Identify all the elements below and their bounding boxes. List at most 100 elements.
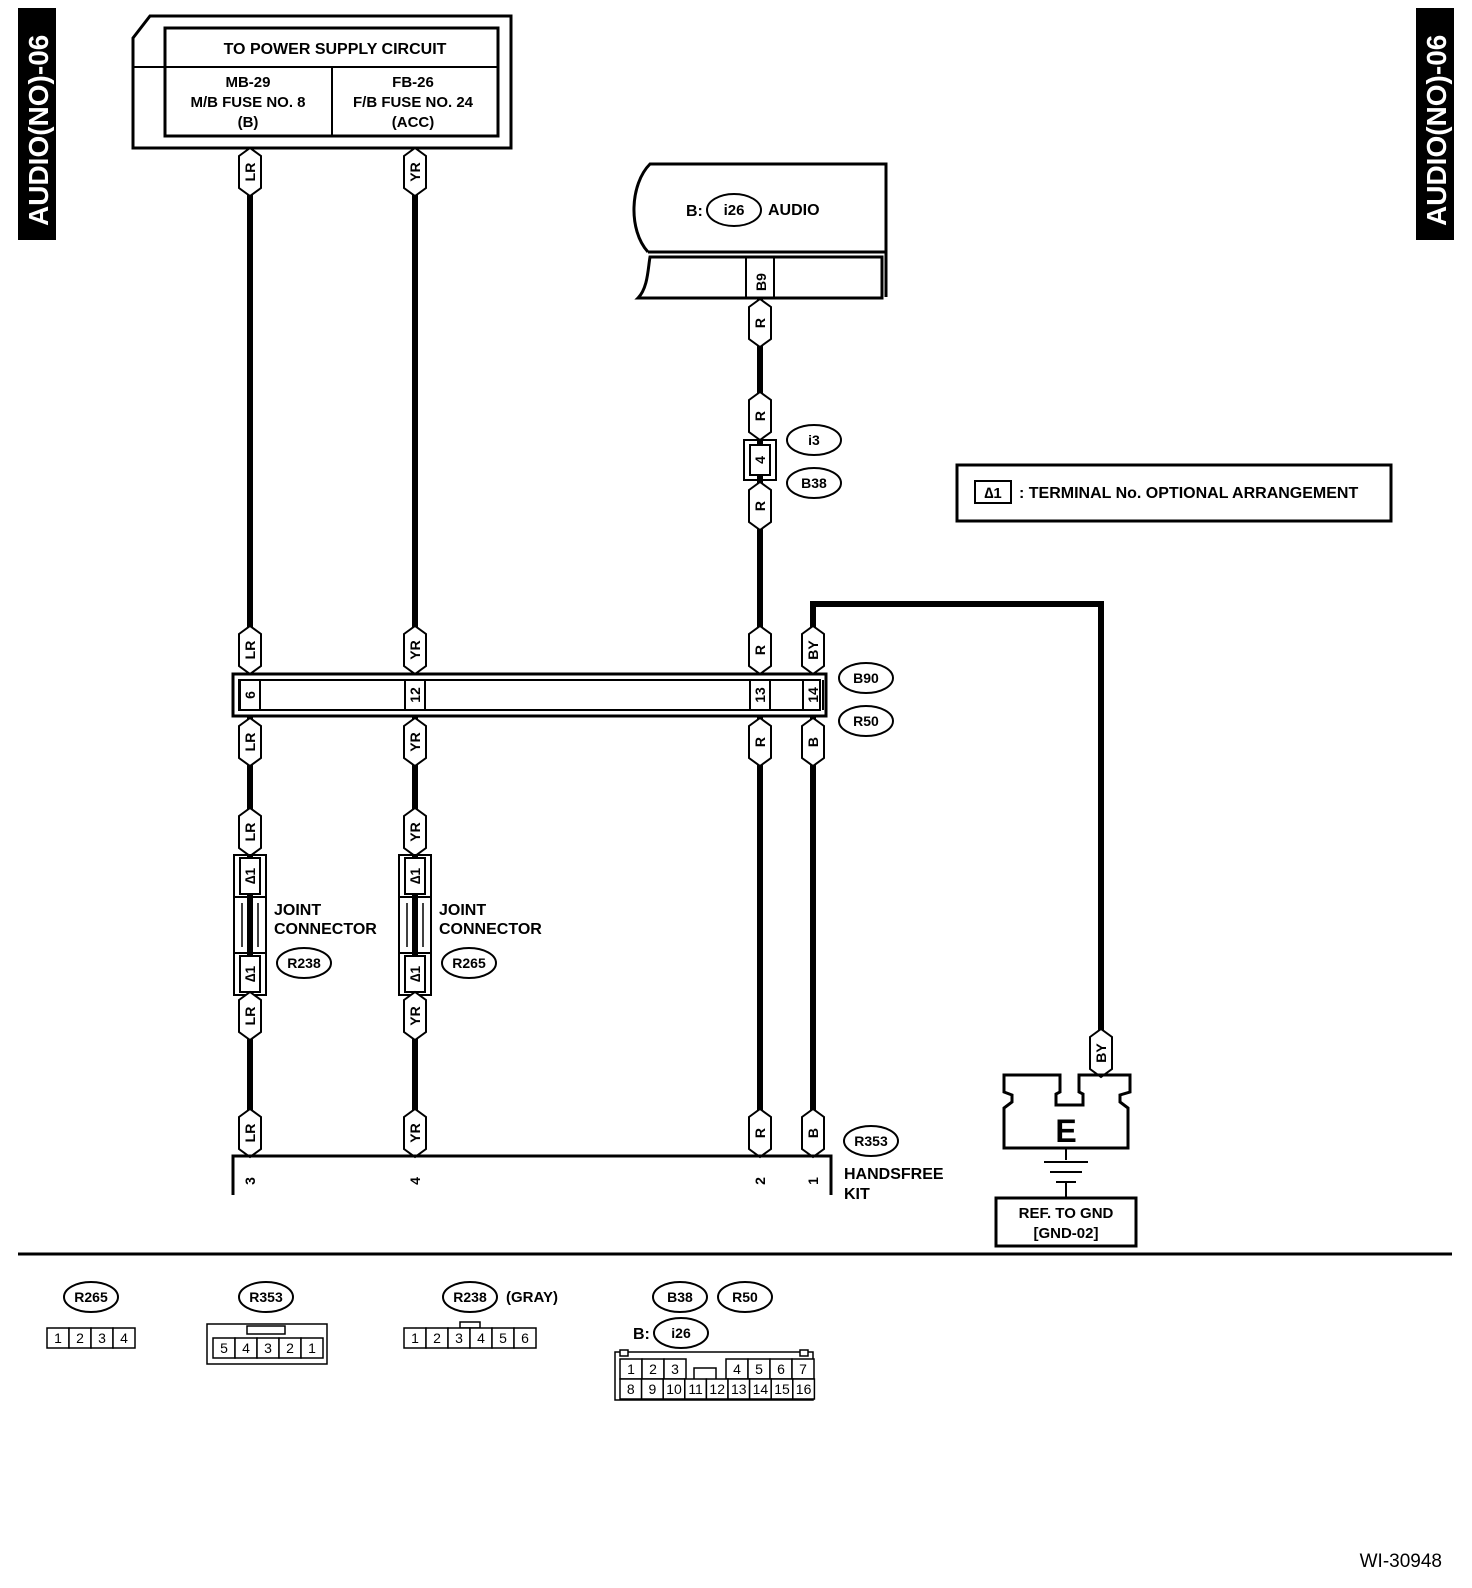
figure-id: WI-30948 xyxy=(1360,1551,1442,1572)
audio-connector-id: i26 xyxy=(724,202,745,219)
audio-label: AUDIO xyxy=(768,202,820,219)
wire-label-lr-top: LR xyxy=(238,146,262,198)
view-r265-pin-1: 1 xyxy=(54,1330,62,1346)
wire-label-yr-joint-in: YR xyxy=(403,806,427,858)
power-supply-box: TO POWER SUPPLY CIRCUIT MB-29 M/B FUSE N… xyxy=(131,14,513,150)
wire-label-by-upper: BY xyxy=(801,624,825,676)
wire-label-b-lower: B xyxy=(801,716,825,768)
main-connector-pin-text-13: 13 xyxy=(752,687,768,703)
view-r238-pin-2: 2 xyxy=(433,1330,441,1346)
wire-label-r-inline-top-text: R xyxy=(752,411,768,421)
power-supply-title: TO POWER SUPPLY CIRCUIT xyxy=(224,41,447,58)
view-b38-row2-pin-14: 14 xyxy=(753,1381,769,1397)
wire-label-b-handsfree-text: B xyxy=(805,1128,821,1138)
view-b38-row2-pin-8: 8 xyxy=(627,1381,635,1397)
wire-label-lr-upper-text: LR xyxy=(242,641,258,660)
power-supply-cell2-line1: FB-26 xyxy=(392,74,434,91)
wire-label-yr-upper-text: YR xyxy=(407,640,423,659)
joint-connector-r265-label: JOINT CONNECTOR xyxy=(439,902,542,938)
view-r265-tag-text: R265 xyxy=(74,1289,108,1305)
main-connector-pin-text-12: 12 xyxy=(407,687,423,703)
joint-connector-r265-pin-top: ∆1 xyxy=(404,857,426,895)
joint-connector-r238-pin-bottom-text: ∆1 xyxy=(242,966,258,983)
legend-text: : TERMINAL No. OPTIONAL ARRANGEMENT xyxy=(1019,485,1358,502)
joint-connector-r238-pin-top-text: ∆1 xyxy=(242,868,258,885)
joint-connector-r238-line2: CONNECTOR xyxy=(274,921,377,938)
wire-label-yr-lower-text: YR xyxy=(407,732,423,751)
wire-label-by-ground: BY xyxy=(1089,1027,1113,1079)
view-r353-shell xyxy=(206,1323,328,1365)
joint-connector-r265-pin-bottom: ∆1 xyxy=(404,955,426,993)
wire-label-b-lower-text: B xyxy=(805,737,821,747)
connector-r353-tag: R353 xyxy=(843,1125,899,1157)
view-r50-tag-text: R50 xyxy=(732,1289,758,1305)
view-r238-tag: R238 xyxy=(442,1281,498,1313)
wire-label-lr-lower-text: LR xyxy=(242,733,258,752)
wire-label-yr-lower: YR xyxy=(403,716,427,768)
wire-label-r-handsfree: R xyxy=(748,1107,772,1159)
ground-letter: E xyxy=(1055,1113,1076,1149)
joint-connector-r265-line1: JOINT xyxy=(439,902,486,919)
view-i26-tag: i26 xyxy=(653,1317,709,1349)
view-r238-tag-text: R238 xyxy=(453,1289,487,1305)
view-r265-pin-3: 3 xyxy=(98,1330,106,1346)
connector-b38-tag: B38 xyxy=(786,467,842,499)
main-connector-pin-text-6: 6 xyxy=(242,691,258,699)
wire-label-b-handsfree: B xyxy=(801,1107,825,1159)
power-supply-cell2-line2: F/B FUSE NO. 24 xyxy=(353,94,474,111)
wire-label-lr-handsfree: LR xyxy=(238,1107,262,1159)
joint-connector-r238-tag-text: R238 xyxy=(287,955,321,971)
joint-connector-r238-line1: JOINT xyxy=(274,902,321,919)
power-supply-cell2-line3: (ACC) xyxy=(392,114,435,131)
view-r50-tag: R50 xyxy=(717,1281,773,1313)
view-b38-row1b-pin-6: 6 xyxy=(777,1361,785,1377)
wire-label-r-inline-top: R xyxy=(748,390,772,442)
view-i26-tag-text: i26 xyxy=(671,1325,691,1341)
view-r238-note: (GRAY) xyxy=(506,1289,558,1306)
main-connector-pin-12: 12 xyxy=(404,680,426,710)
side-tab-left-label: AUDIO(NO)-06 xyxy=(23,35,54,226)
wire-label-r-lower: R xyxy=(748,716,772,768)
wire-label-r-upper-text: R xyxy=(752,645,768,655)
wire-label-r-inline-bottom: R xyxy=(748,480,772,532)
ground-symbol: E REF. TO GND [GND-02] xyxy=(994,1073,1138,1248)
joint-connector-r265-pin-bottom-text: ∆1 xyxy=(407,966,423,983)
view-r238-key xyxy=(459,1321,481,1329)
wire-label-lr-handsfree-text: LR xyxy=(242,1124,258,1143)
view-r238-pin-5: 5 xyxy=(499,1330,507,1346)
handsfree-pin-1: 1 xyxy=(805,1177,821,1185)
view-r353-pin-1: 1 xyxy=(308,1340,316,1356)
wire-label-lr-joint-out: LR xyxy=(238,990,262,1042)
connector-r50-tag: R50 xyxy=(838,705,894,737)
inline-connector-pin: 4 xyxy=(752,456,768,464)
wire-label-yr-handsfree-text: YR xyxy=(407,1123,423,1142)
wire-label-lr-joint-in-text: LR xyxy=(242,823,258,842)
wire-label-yr-handsfree: YR xyxy=(403,1107,427,1159)
wire-label-lr-upper: LR xyxy=(238,624,262,676)
main-connector-pin-6: 6 xyxy=(239,680,261,710)
handsfree-pin-4: 4 xyxy=(407,1177,423,1185)
wire-label-r-handsfree-text: R xyxy=(752,1128,768,1138)
main-connector-pin-14: 14 xyxy=(802,680,824,710)
view-b38-row2-pin-10: 10 xyxy=(666,1381,682,1397)
handsfree-pin-3: 3 xyxy=(242,1177,258,1185)
handsfree-label-line2: KIT xyxy=(844,1186,870,1203)
wire-label-yr-joint-out-text: YR xyxy=(407,1006,423,1025)
view-r353-pin-5: 5 xyxy=(220,1340,228,1356)
joint-connector-r265-pin-top-text: ∆1 xyxy=(407,868,423,885)
connector-b38-tag-text: B38 xyxy=(801,475,827,491)
legend-box: ∆1 : TERMINAL No. OPTIONAL ARRANGEMENT xyxy=(955,463,1393,523)
wire-label-yr-top-text: YR xyxy=(407,162,423,181)
connector-i3-tag-text: i3 xyxy=(808,432,820,448)
view-r353-tag: R353 xyxy=(238,1281,294,1313)
view-b38-row1a-pin-1: 1 xyxy=(627,1361,635,1377)
wire-label-r-audio-text: R xyxy=(752,318,768,328)
inline-connector: 4 xyxy=(743,439,777,481)
view-r265-pin-4: 4 xyxy=(120,1330,128,1346)
